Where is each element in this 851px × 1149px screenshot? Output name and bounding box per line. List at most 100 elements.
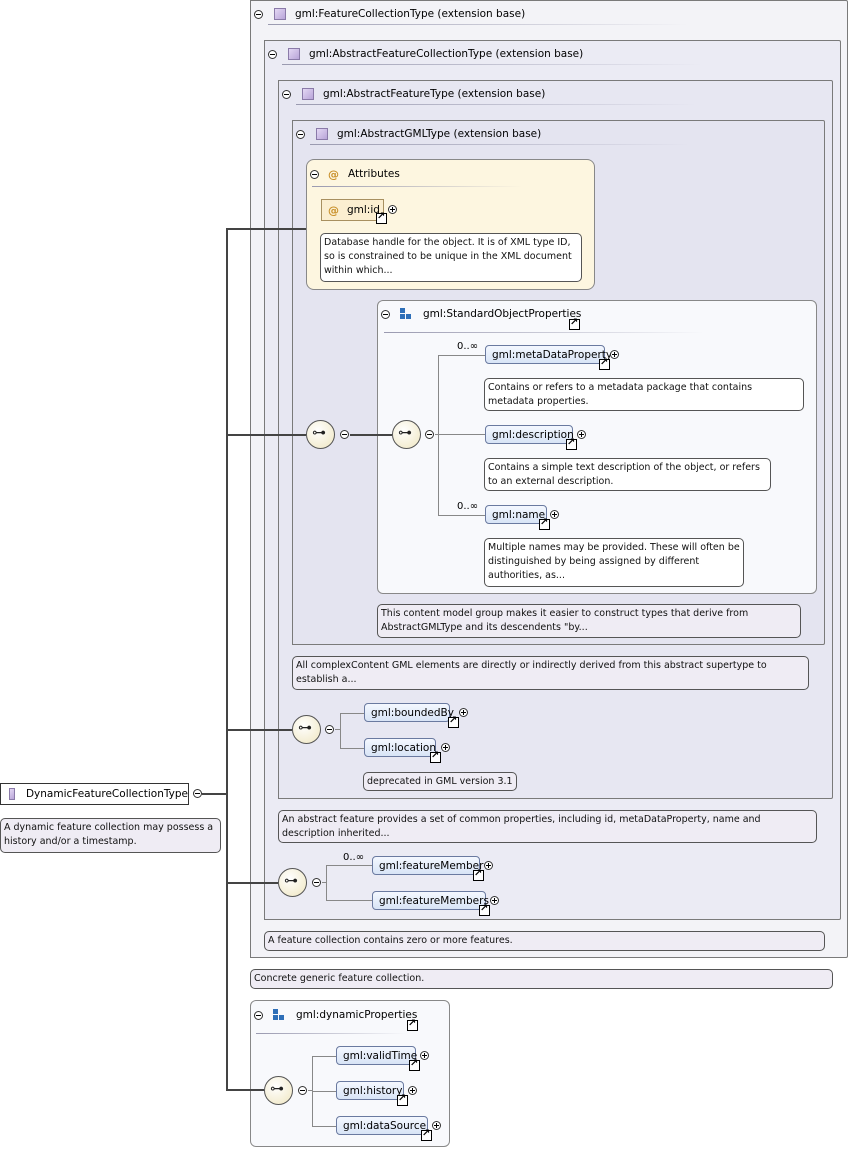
reference-arrow-icon[interactable]: [569, 317, 580, 330]
sequence-compositor-icon[interactable]: [264, 1076, 293, 1105]
expand-icon[interactable]: [577, 430, 586, 439]
element-name: gml:metaDataProperty: [492, 348, 613, 361]
attributes-header[interactable]: @ Attributes: [310, 166, 400, 182]
attributes-label: Attributes: [348, 168, 400, 180]
collapse-icon[interactable]: [340, 430, 349, 439]
expand-icon[interactable]: [388, 205, 397, 214]
type-header-feature-collection[interactable]: gml:FeatureCollectionType (extension bas…: [254, 6, 525, 22]
collapse-icon[interactable]: [325, 725, 334, 734]
complex-type-icon: [288, 48, 300, 60]
element-note: deprecated in GML version 3.1: [363, 772, 517, 791]
group-header-standard-object-properties[interactable]: gml:StandardObjectProperties: [381, 306, 581, 322]
group-note: This content model group makes it easier…: [377, 604, 801, 638]
reference-arrow-icon[interactable]: [421, 1128, 432, 1141]
expand-icon[interactable]: [490, 896, 499, 905]
collapse-icon[interactable]: [425, 430, 434, 439]
reference-arrow-icon[interactable]: [566, 437, 577, 450]
element-name: gml:boundedBy: [371, 706, 454, 719]
group-label: gml:StandardObjectProperties: [423, 308, 582, 320]
type-note-feature-collection: Concrete generic feature collection.: [250, 969, 833, 989]
root-note: A dynamic feature collection may possess…: [0, 818, 221, 853]
collapse-icon[interactable]: [381, 309, 390, 319]
complex-type-icon: [9, 788, 15, 800]
type-note-abstract-feature-collection: A feature collection contains zero or mo…: [264, 931, 825, 951]
expand-icon[interactable]: [432, 1121, 441, 1130]
element-gml-history[interactable]: gml:history: [336, 1081, 404, 1100]
expand-icon[interactable]: [484, 861, 493, 870]
root-element-dynamic-feature-collection-type[interactable]: DynamicFeatureCollectionType: [0, 783, 189, 805]
complex-type-icon: [302, 88, 314, 100]
occurrence-label: 0..∞: [457, 501, 479, 512]
root-label: DynamicFeatureCollectionType: [25, 788, 188, 800]
type-label: gml:AbstractFeatureCollectionType (exten…: [309, 48, 584, 60]
element-name: gml:featureMember: [379, 859, 484, 872]
reference-arrow-icon[interactable]: [376, 211, 387, 224]
collapse-icon[interactable]: [254, 9, 263, 19]
element-note: Multiple names may be provided. These wi…: [484, 538, 744, 587]
collapse-icon[interactable]: [268, 49, 277, 59]
reference-arrow-icon[interactable]: [599, 357, 610, 370]
collapse-icon[interactable]: [282, 89, 291, 99]
sequence-compositor-icon[interactable]: [292, 715, 321, 744]
element-name: gml:featureMembers: [379, 894, 489, 907]
element-note: Contains or refers to a metadata package…: [484, 378, 804, 411]
reference-arrow-icon[interactable]: [430, 750, 441, 763]
type-label: gml:AbstractGMLType (extension base): [337, 128, 542, 140]
attribute-name: gml:id: [347, 204, 380, 216]
expand-icon[interactable]: [550, 510, 559, 519]
reference-arrow-icon[interactable]: [407, 1018, 418, 1031]
occurrence-label: 0..∞: [343, 852, 365, 863]
element-note: Contains a simple text description of th…: [484, 458, 771, 491]
collapse-icon[interactable]: [193, 789, 202, 798]
element-name: gml:validTime: [343, 1049, 418, 1062]
type-label: gml:AbstractFeatureType (extension base): [323, 88, 546, 100]
sequence-compositor-icon[interactable]: [392, 420, 421, 449]
type-label: gml:FeatureCollectionType (extension bas…: [295, 8, 526, 20]
type-header-abstract-feature[interactable]: gml:AbstractFeatureType (extension base): [282, 86, 545, 102]
expand-icon[interactable]: [420, 1051, 429, 1060]
collapse-icon[interactable]: [254, 1010, 263, 1020]
collapse-icon[interactable]: [312, 878, 321, 887]
element-gml-location[interactable]: gml:location: [364, 738, 436, 757]
group-header-dynamic-properties[interactable]: gml:dynamicProperties: [254, 1007, 417, 1023]
expand-icon[interactable]: [459, 708, 468, 717]
element-gml-description[interactable]: gml:description: [485, 425, 574, 444]
type-note-abstract-gml: All complexContent GML elements are dire…: [292, 656, 809, 690]
attribute-note: Database handle for the object. It is of…: [320, 233, 582, 282]
occurrence-label: 0..∞: [457, 341, 479, 352]
group-label: gml:dynamicProperties: [296, 1009, 418, 1021]
expand-icon[interactable]: [408, 1086, 417, 1095]
type-note-abstract-feature: An abstract feature provides a set of co…: [278, 810, 817, 843]
element-name: gml:description: [492, 428, 574, 441]
element-name: gml:dataSource: [343, 1119, 427, 1132]
element-name: gml:location: [371, 741, 437, 754]
element-gml-validtime[interactable]: gml:validTime: [336, 1046, 418, 1065]
complex-type-icon: [316, 128, 328, 140]
expand-icon[interactable]: [610, 350, 619, 359]
type-header-abstract-feature-collection[interactable]: gml:AbstractFeatureCollectionType (exten…: [268, 46, 583, 62]
expand-icon[interactable]: [441, 743, 450, 752]
element-gml-name[interactable]: gml:name: [485, 505, 547, 524]
element-gml-boundedby[interactable]: gml:boundedBy: [364, 703, 454, 722]
collapse-icon[interactable]: [296, 129, 305, 139]
reference-arrow-icon[interactable]: [448, 715, 459, 728]
sequence-compositor-icon[interactable]: [306, 420, 335, 449]
sequence-compositor-icon[interactable]: [278, 868, 307, 897]
attribute-gml-id[interactable]: @ gml:id: [321, 199, 384, 221]
group-icon: [273, 1009, 285, 1021]
reference-arrow-icon[interactable]: [397, 1093, 408, 1106]
reference-arrow-icon[interactable]: [473, 868, 484, 881]
element-gml-metadataproperty[interactable]: gml:metaDataProperty: [485, 345, 612, 364]
collapse-icon[interactable]: [310, 169, 319, 179]
connector-line: [202, 793, 228, 795]
collapse-icon[interactable]: [298, 1086, 307, 1095]
element-name: gml:history: [343, 1084, 403, 1097]
reference-arrow-icon[interactable]: [409, 1058, 420, 1071]
reference-arrow-icon[interactable]: [539, 517, 550, 530]
element-gml-featuremember[interactable]: gml:featureMember: [372, 856, 484, 875]
complex-type-icon: [274, 8, 286, 20]
type-header-abstract-gml[interactable]: gml:AbstractGMLType (extension base): [296, 126, 541, 142]
reference-arrow-icon[interactable]: [479, 903, 490, 916]
element-gml-datasource[interactable]: gml:dataSource: [336, 1116, 428, 1135]
element-gml-featuremembers[interactable]: gml:featureMembers: [372, 891, 489, 910]
